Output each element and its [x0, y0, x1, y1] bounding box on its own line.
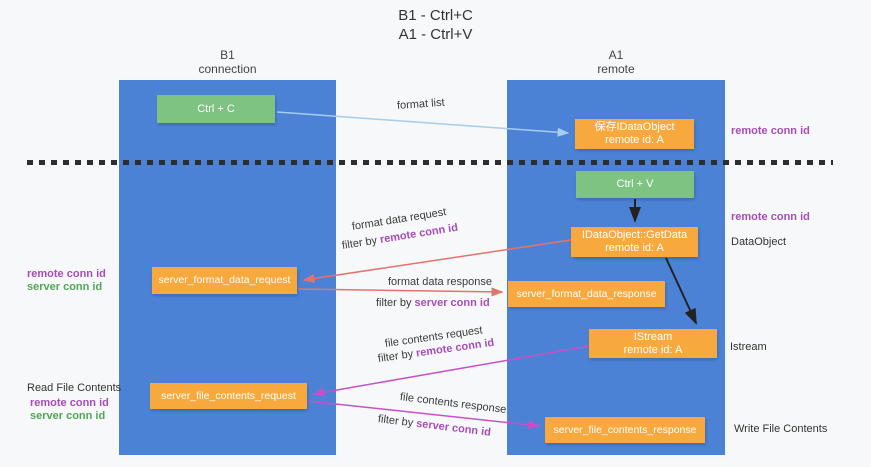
server-file-contents-request-node: server_file_contents_request — [150, 383, 307, 409]
left-remote-conn-id-label-2: remote conn id — [30, 397, 109, 409]
server-conn-id-text: server conn id — [415, 417, 492, 439]
left-remote-conn-id-label: remote conn id — [27, 268, 106, 280]
left-server-conn-id-label: server conn id — [27, 281, 103, 293]
title-line-2: A1 - Ctrl+V — [398, 26, 473, 43]
istream-node: IStream remote id: A — [589, 329, 717, 358]
right-column-name: A1 — [608, 48, 624, 62]
format-list-label: format list — [396, 96, 445, 112]
left-column-header: B1 connection — [119, 48, 336, 76]
server-file-contents-response-node: server_file_contents_response — [545, 417, 705, 443]
save-idataobject-node: 保存IDataObject remote id: A — [575, 119, 694, 149]
ctrl-c-label: Ctrl + C — [197, 102, 235, 115]
server-format-data-response-label: server_format_data_response — [516, 287, 657, 300]
filter-by-text: filter by — [376, 297, 412, 309]
save-idataobject-line2: remote id: A — [605, 134, 664, 146]
diagram-title: B1 - Ctrl+C A1 - Ctrl+V — [0, 6, 871, 44]
getdata-line2: remote id: A — [605, 242, 664, 254]
server-format-data-response-node: server_format_data_response — [508, 281, 665, 307]
istream-side-label: Istream — [730, 341, 767, 353]
write-file-contents-label: Write File Contents — [734, 423, 828, 435]
right-column-subtitle: remote — [597, 62, 635, 76]
left-column-subtitle: connection — [198, 62, 257, 76]
left-server-conn-id-label-2: server conn id — [30, 410, 106, 422]
getdata-line1: IDataObject::GetData — [581, 229, 688, 241]
filter-by-text: filter by — [377, 413, 414, 430]
server-format-data-request-node: server_format_data_request — [152, 267, 297, 294]
getdata-node: IDataObject::GetData remote id: A — [571, 227, 698, 257]
server-format-data-request-label: server_format_data_request — [158, 274, 291, 286]
filter-by-text: filter by — [341, 234, 378, 252]
server-file-contents-request-label: server_file_contents_request — [161, 389, 296, 402]
server-file-contents-response-label: server_file_contents_response — [553, 423, 697, 436]
title-line-1: B1 - Ctrl+C — [398, 7, 473, 24]
istream-line2: remote id: A — [623, 343, 683, 356]
ctrl-v-node: Ctrl + V — [576, 171, 694, 198]
dataobject-label: DataObject — [731, 236, 787, 248]
server-conn-id-text: server conn id — [414, 297, 490, 309]
read-file-contents-label: Read File Contents — [27, 382, 122, 394]
ctrl-c-node: Ctrl + C — [157, 95, 275, 123]
right-column-header: A1 remote — [507, 48, 725, 76]
right-remote-conn-id-mid-label: remote conn id — [731, 211, 810, 223]
right-remote-conn-id-top-label: remote conn id — [731, 125, 810, 137]
istream-line1: IStream — [633, 330, 673, 343]
left-column-name: B1 — [220, 48, 235, 62]
filter-by-text: filter by — [377, 348, 414, 365]
format-data-response-label: format data response — [388, 276, 492, 288]
ctrl-v-label: Ctrl + V — [616, 178, 654, 190]
clipboard-boundary-dashed-line — [27, 160, 833, 165]
file-contents-response-label: file contents response — [399, 391, 507, 416]
save-idataobject-line1: 保存IDataObject — [594, 121, 675, 133]
